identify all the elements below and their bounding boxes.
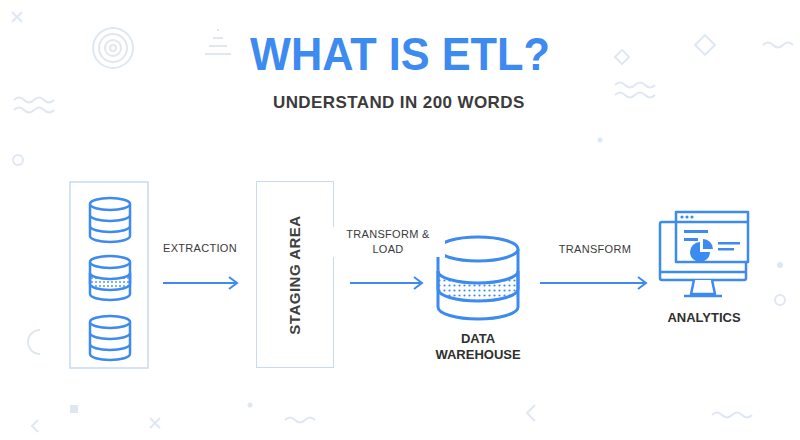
analytics-node: ANALYTICS — [652, 208, 756, 326]
flow-arrow — [350, 277, 422, 289]
source-panel — [70, 182, 148, 368]
node-label: ANALYTICS — [652, 310, 756, 326]
edge-label: TRANSFORM & LOAD — [331, 227, 445, 257]
background-dots — [70, 138, 783, 414]
staging-area-box: STAGING AREA — [256, 181, 334, 368]
node-label: DATA WAREHOUSE — [418, 331, 538, 363]
background-ornaments — [12, 12, 793, 432]
rotated-label: STAGING AREA — [287, 215, 303, 334]
flow-arrow — [540, 277, 646, 289]
analytics-monitor — [656, 208, 752, 304]
step-label: EXTRACTION — [163, 242, 237, 254]
extraction-arrow — [163, 277, 237, 289]
edge-label: TRANSFORM — [538, 242, 652, 257]
source-databases — [90, 198, 130, 360]
title: WHAT IS ETL? — [250, 28, 550, 80]
warehouse-cylinder — [432, 233, 524, 325]
subtitle: UNDERSTAND IN 200 WORDS — [273, 93, 525, 113]
